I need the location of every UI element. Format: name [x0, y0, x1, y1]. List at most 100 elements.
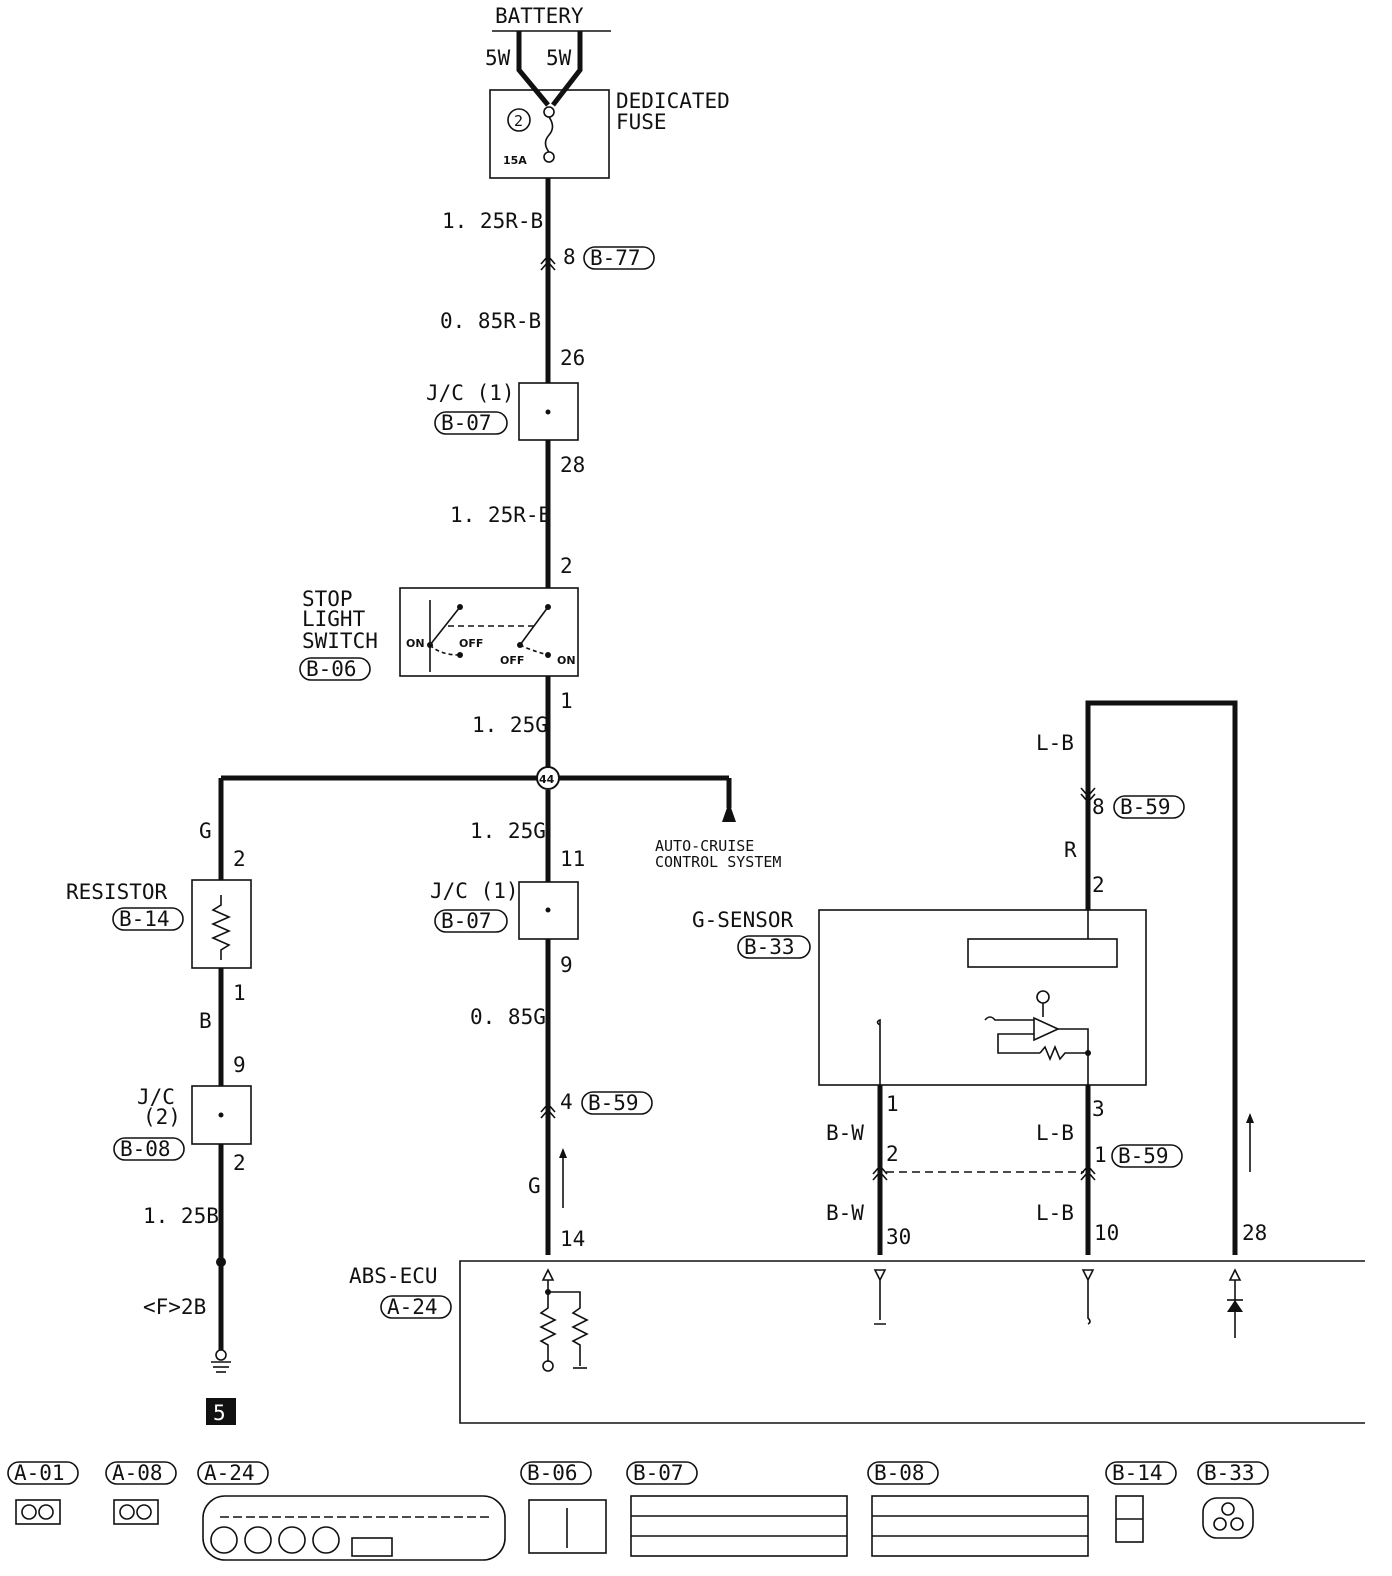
switch-on-2: ON	[557, 654, 576, 667]
legend-b08: B-08	[874, 1461, 925, 1485]
pin-11: 11	[560, 847, 585, 871]
cruise-label-1: AUTO-CRUISE	[655, 837, 754, 855]
conn-a24-badge	[380, 1295, 452, 1319]
conn-b14-badge	[112, 907, 184, 931]
wire-label-lb-2: L-B	[1036, 1201, 1074, 1225]
wire-label-g-center: G	[528, 1174, 541, 1198]
legend-badge-b33	[1197, 1461, 1269, 1485]
abs-ecu-box	[459, 1260, 1365, 1424]
legend-badge-b14	[1105, 1461, 1177, 1485]
conn-b06: B-06	[306, 657, 357, 681]
fuse-terminal-bottom	[543, 151, 555, 163]
resistor-label: RESISTOR	[66, 880, 168, 904]
fuse-number-circle	[507, 108, 531, 132]
legend-a24-pin19	[312, 1526, 340, 1554]
pin-2-b59: 2	[886, 1142, 899, 1166]
ecu-diode-icon	[1227, 1300, 1243, 1312]
fuse-label-1: DEDICATED	[616, 89, 730, 113]
abs-ecu-label: ABS-ECU	[349, 1264, 438, 1288]
legend-a08-pin2	[136, 1504, 152, 1520]
pin-4: 4	[560, 1090, 573, 1114]
wire-label-2: 0. 85R-B	[440, 309, 541, 333]
legend-b33: B-33	[1204, 1461, 1255, 1485]
gsensor-loop-wire	[1085, 700, 1238, 1255]
pin-2-switch: 2	[560, 554, 573, 578]
pin-2-gsensor: 2	[1092, 873, 1105, 897]
pin-1-gsensor: 1	[886, 1092, 899, 1116]
legend-a01-pin1	[21, 1504, 37, 1520]
legend-badge-a01	[7, 1461, 79, 1485]
current-arrowhead-right	[1246, 1113, 1254, 1123]
ecu-pin28-terminal	[1228, 1268, 1242, 1281]
legend-a08-shape	[113, 1499, 159, 1525]
pin-14: 14	[560, 1227, 585, 1251]
legend-b06-shape	[528, 1499, 607, 1554]
current-arrowhead-center	[559, 1148, 567, 1158]
conn-b08-badge	[113, 1137, 185, 1161]
pin-30: 30	[886, 1225, 911, 1249]
pin-3-gsensor: 3	[1092, 1097, 1105, 1121]
connector-arrow-bw	[872, 1164, 888, 1181]
gsensor-node	[1085, 1050, 1091, 1056]
switch-label-2: LIGHT	[302, 607, 366, 631]
wire-label-b: B	[199, 1009, 212, 1033]
pin-1-switch: 1	[560, 689, 573, 713]
legend-b07-shape	[630, 1495, 848, 1557]
wire-label-4: 1. 25G	[472, 713, 548, 737]
connector-arrow-lb	[1080, 1164, 1096, 1181]
wire-label-3: 1. 25R-B	[450, 503, 551, 527]
wire-label-125b: 1. 25B	[143, 1204, 219, 1228]
wire-label-g-left: G	[199, 819, 212, 843]
jc2-dot	[218, 1112, 224, 1118]
wire-label-5: 1. 25G	[470, 819, 546, 843]
fuse-terminal-top	[543, 106, 555, 118]
conn-b07a: B-07	[441, 411, 492, 435]
legend-a01-pin2	[38, 1504, 54, 1520]
legend-a24-pin17	[244, 1526, 272, 1554]
gsensor-amp-out	[1058, 1028, 1089, 1085]
resistor-symbol	[211, 895, 231, 960]
legend-badge-b08	[867, 1461, 939, 1485]
ecu-pin30-ground	[874, 1280, 886, 1325]
junction-label: 44	[539, 773, 555, 786]
pin-b77: 8	[563, 245, 576, 269]
legend-a08: A-08	[112, 1461, 163, 1485]
conn-b08: B-08	[120, 1137, 171, 1161]
jc1-upper-label: J/C (1)	[426, 381, 515, 405]
conn-b07b: B-07	[441, 909, 492, 933]
gsensor-amp-icon	[1033, 1016, 1060, 1042]
wire-label-1: 1. 25R-B	[442, 209, 543, 233]
legend-a01: A-01	[14, 1461, 65, 1485]
ecu-pin14-terminal	[541, 1268, 555, 1281]
legend-b07: B-07	[633, 1461, 684, 1485]
legend-badge-b06	[520, 1461, 592, 1485]
switch-label-3: SWITCH	[302, 629, 378, 653]
fuse-number: 2	[514, 112, 523, 130]
jc1-lower-dot	[545, 907, 551, 913]
gsensor-fb	[997, 1033, 1040, 1054]
conn-b59b-badge	[1113, 795, 1185, 819]
legend-b33-pin2	[1213, 1517, 1227, 1531]
gsensor-label: G-SENSOR	[692, 908, 794, 932]
legend-a24-pin18	[278, 1526, 306, 1554]
ecu-pin10-terminal	[1081, 1269, 1095, 1282]
legend-a24-pin16	[210, 1526, 238, 1554]
pin-8-b59: 8	[1092, 795, 1105, 819]
wire-5w-left: 5W	[485, 46, 511, 70]
switch-contact-dot-1	[457, 604, 463, 610]
pin-1-resistor: 1	[233, 981, 246, 1005]
conn-b33-badge	[737, 935, 811, 959]
ecu-pin30-terminal	[873, 1269, 887, 1282]
conn-b07a-badge	[434, 411, 508, 435]
splice-dot	[216, 1257, 226, 1267]
stop-light-switch-box	[399, 587, 579, 677]
legend-b33-shape	[1202, 1497, 1254, 1539]
battery-label: BATTERY	[495, 4, 584, 28]
switch-label-1: STOP	[302, 587, 353, 611]
battery-wire-right	[551, 31, 583, 107]
ground-ref-box	[206, 1398, 236, 1425]
gsensor-box	[818, 909, 1147, 1086]
wire-5w-right: 5W	[546, 46, 572, 70]
conn-b77-badge	[583, 246, 655, 270]
